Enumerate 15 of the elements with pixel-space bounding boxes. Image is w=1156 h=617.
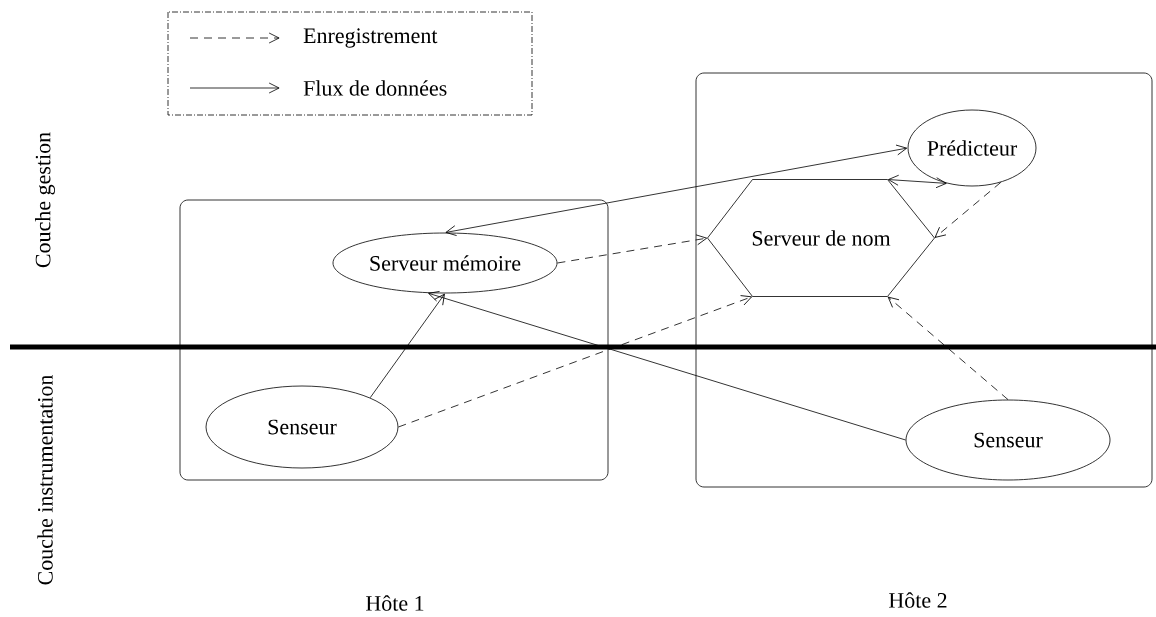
arrow [445, 144, 908, 236]
arrow [888, 174, 947, 189]
legend-text: Flux de données [303, 80, 447, 96]
arrow [934, 181, 1002, 238]
arrow [398, 295, 753, 428]
legend-text: Enregistrement [303, 28, 438, 48]
layer-label: Couche gestion [35, 132, 55, 268]
layer-label: Couche instrumentation [37, 374, 53, 585]
arrow [369, 293, 445, 399]
arrow [428, 291, 906, 441]
host-label: Hôte 2 [889, 592, 947, 608]
host-label: Hôte 1 [366, 595, 424, 611]
arrow [887, 296, 1009, 400]
server-hexagon: Serveur de nom [707, 179, 935, 297]
arrow [557, 234, 708, 264]
